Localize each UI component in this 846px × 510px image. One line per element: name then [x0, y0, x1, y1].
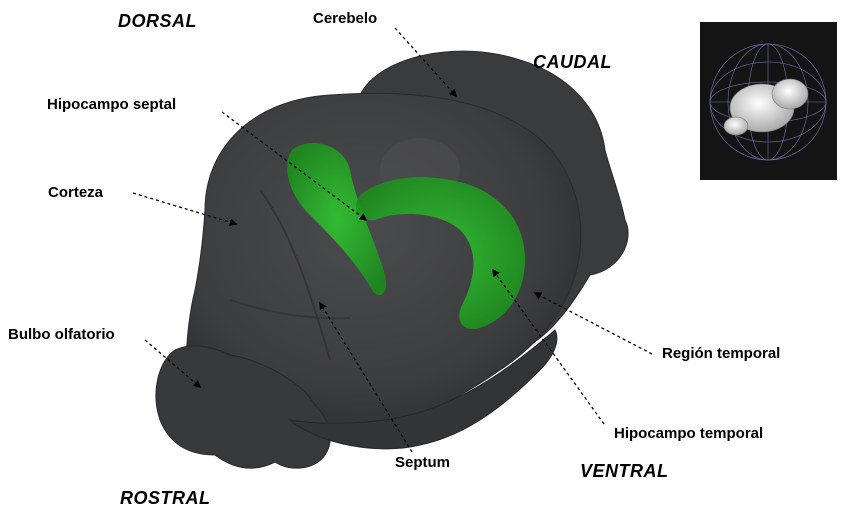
direction-ventral: VENTRAL: [580, 462, 669, 480]
label-hipocampo-temporal: Hipocampo temporal: [614, 426, 763, 441]
label-corteza: Corteza: [48, 185, 103, 200]
direction-rostral: ROSTRAL: [120, 489, 211, 507]
label-bulbo-olfatorio: Bulbo olfatorio: [8, 327, 115, 342]
label-hipocampo-septal: Hipocampo septal: [47, 97, 176, 112]
orientation-inset: [700, 22, 837, 180]
brain-model: [156, 51, 628, 468]
label-cerebelo: Cerebelo: [313, 11, 377, 26]
label-region-temporal: Región temporal: [662, 346, 780, 361]
orientation-sphere: [700, 22, 837, 180]
direction-caudal: CAUDAL: [533, 53, 612, 71]
label-septum: Septum: [395, 455, 450, 470]
mini-brain-model: [724, 79, 808, 135]
direction-dorsal: DORSAL: [118, 12, 197, 30]
